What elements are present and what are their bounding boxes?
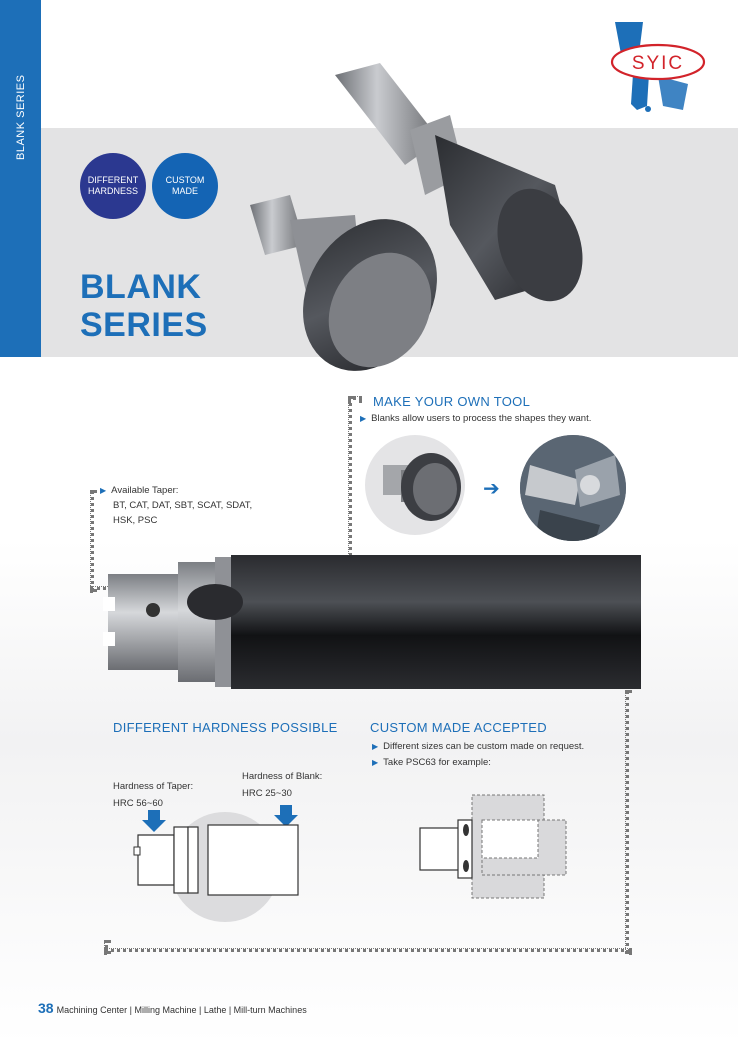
connector-line-bottom	[104, 948, 632, 952]
taper-hardness-label: Hardness of Taper:	[113, 781, 194, 792]
bullet-triangle-icon: ▶	[100, 486, 107, 495]
sidebar-band	[0, 0, 41, 357]
machining-circle-image	[520, 435, 626, 541]
taper-hardness-value: HRC 56~60	[113, 798, 163, 809]
hero-blank-tools-image	[235, 55, 605, 385]
arrow-right-icon: ➔	[483, 478, 500, 500]
logo-text: SYIC	[632, 53, 684, 74]
taper-line-2: HSK, PSC	[113, 515, 158, 526]
bullet-triangle-icon: ▶	[360, 414, 367, 423]
hardness-heading: DIFFERENT HARDNESS POSSIBLE	[113, 720, 338, 735]
title-line-2: SERIES	[80, 306, 208, 344]
connector-line-bottom-tick	[104, 940, 108, 954]
custom-size-diagram	[410, 790, 570, 905]
make-tool-text: Blanks allow users to process the shapes…	[371, 413, 592, 424]
make-tool-heading: MAKE YOUR OWN TOOL	[373, 394, 531, 409]
taper-label: Available Taper:	[111, 485, 179, 496]
title-line-1: BLANK	[80, 268, 202, 306]
custom-text-2: Take PSC63 for example:	[383, 757, 491, 768]
blank-hardness-value: HRC 25~30	[242, 788, 292, 799]
custom-heading: CUSTOM MADE ACCEPTED	[370, 720, 547, 735]
syic-logo: SYIC	[603, 14, 713, 114]
custom-text-1: Different sizes can be custom made on re…	[383, 741, 585, 752]
arrow-down-icon	[142, 810, 166, 832]
arrow-down-icon	[274, 805, 298, 827]
blank-hardness-label: Hardness of Blank:	[242, 771, 323, 782]
connector-line-right	[625, 690, 629, 954]
connector-line-make-tool	[348, 396, 352, 562]
hardness-diagram	[130, 805, 330, 925]
taper-label-line: ▶ Available Taper:	[100, 483, 178, 498]
taper-line-1: BT, CAT, DAT, SBT, SCAT, SDAT,	[113, 500, 253, 511]
sidebar-label: BLANK SERIES	[15, 74, 27, 160]
connector-line-taper	[90, 490, 94, 592]
custom-bullet-2: ▶ Take PSC63 for example:	[372, 755, 491, 770]
connector-line-make-tool-tick	[348, 396, 362, 400]
bullet-triangle-icon: ▶	[372, 758, 379, 767]
blank-tool-circle-image	[365, 435, 465, 535]
bullet-triangle-icon: ▶	[372, 742, 379, 751]
page-number: 38	[38, 1000, 54, 1016]
make-tool-bullet: ▶ Blanks allow users to process the shape…	[360, 411, 591, 426]
custom-bullet-1: ▶ Different sizes can be custom made on r…	[372, 739, 584, 754]
long-blank-tool-image	[103, 552, 643, 692]
footer-text: Machining Center | Milling Machine | Lat…	[56, 1005, 307, 1015]
